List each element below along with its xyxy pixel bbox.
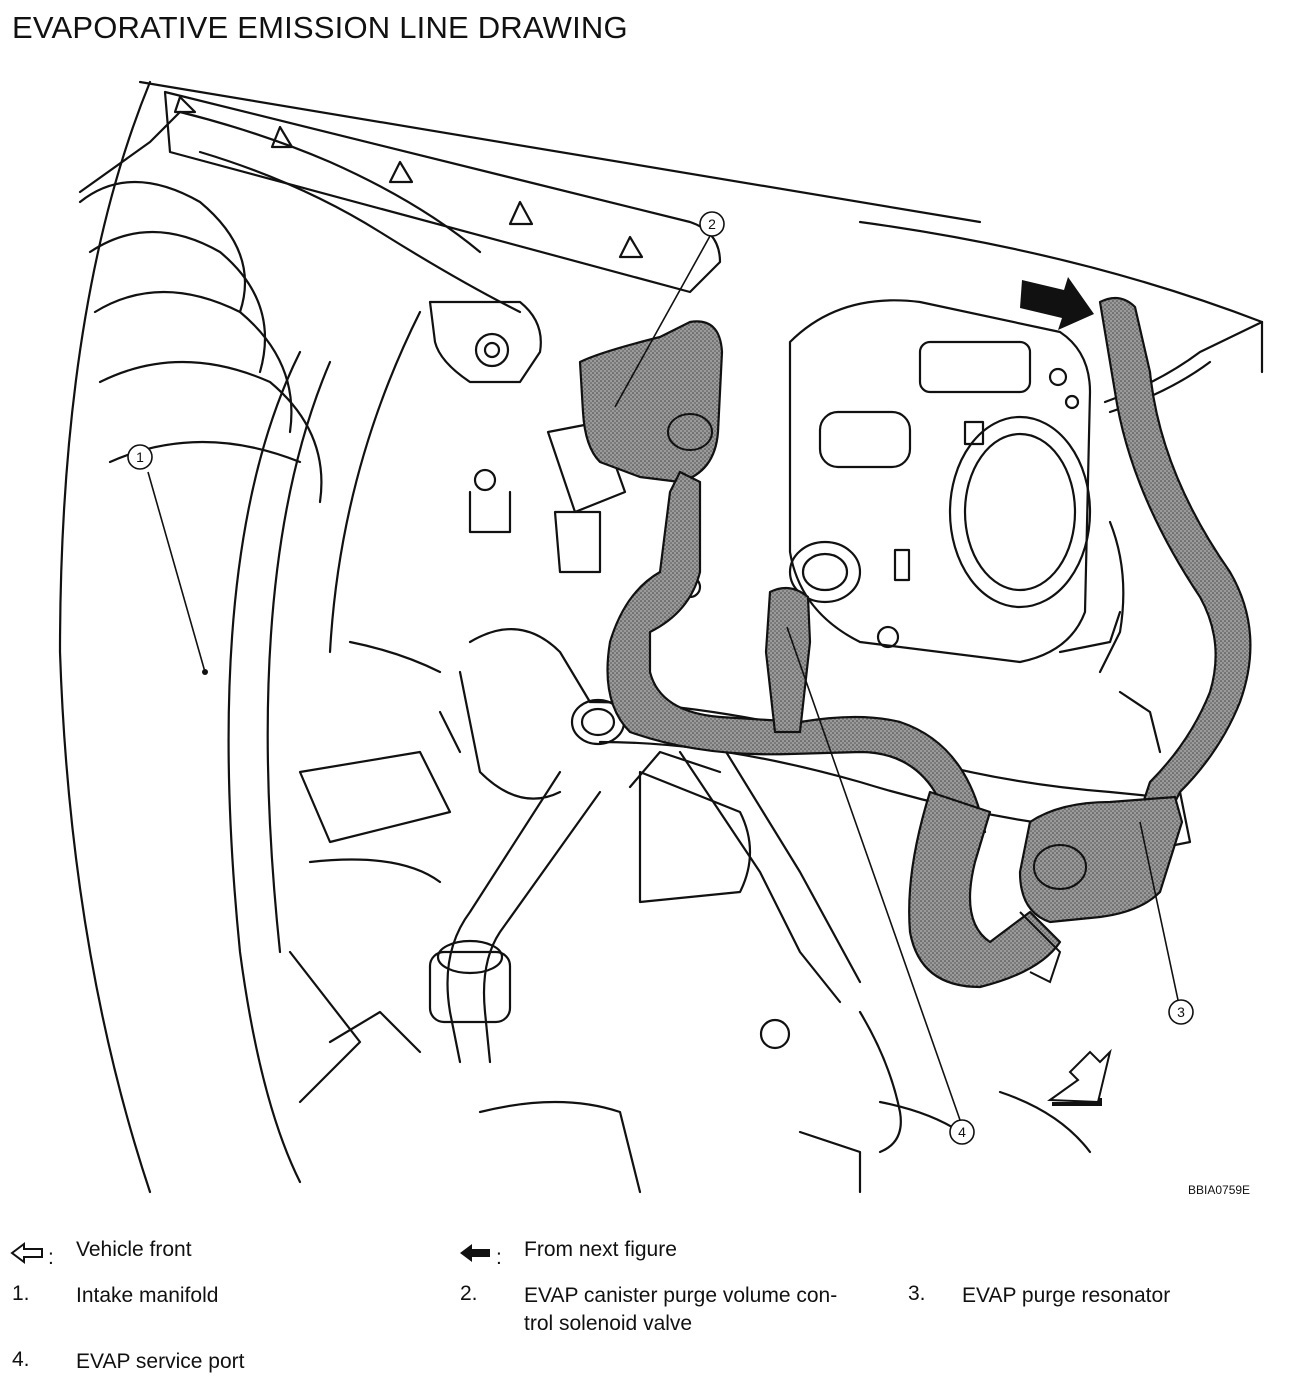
from-next-figure-colon: : [496, 1246, 502, 1269]
fuel-rail [163, 90, 722, 294]
figure-code: BBIA0759E [1188, 1183, 1251, 1197]
from-next-figure-label: From next figure [524, 1238, 677, 1261]
leader-line-2 [614, 235, 711, 408]
legend-2-text-cont: trol solenoid valve [524, 1312, 693, 1335]
outline-arrow-left-icon [10, 1242, 43, 1264]
callout-3-number: 3 [1177, 1004, 1185, 1020]
legend-3-text: EVAP purge resonator [962, 1284, 1171, 1307]
leader-line-4 [786, 626, 961, 1121]
vertical-hose [446, 770, 562, 1064]
engine-line-drawing: 1 2 3 4 [58, 80, 1264, 1194]
leader-line-1 [147, 471, 206, 673]
throttle-body [788, 299, 1092, 664]
legend-4-number: 4. [12, 1348, 30, 1371]
vehicle-front-colon: : [48, 1246, 54, 1269]
from-next-figure-arrow-icon [1020, 277, 1094, 330]
legend-2-number: 2. [460, 1282, 478, 1305]
legend-1-text: Intake manifold [76, 1284, 219, 1307]
fender-outline [58, 80, 152, 1194]
callout-2 [699, 211, 725, 237]
purge-hose-lower [908, 790, 1062, 989]
callout-4 [949, 1119, 975, 1145]
purge-hose-right [1098, 296, 1252, 814]
legend-4-text: EVAP service port [76, 1350, 245, 1373]
service-port [764, 586, 812, 734]
callout-2-number: 2 [708, 216, 716, 232]
legend-2-text: EVAP canister purge volume con- [524, 1284, 838, 1307]
page-title: EVAPORATIVE EMISSION LINE DRAWING [12, 10, 628, 45]
legend-3-number: 3. [908, 1282, 926, 1305]
vehicle-front-label: Vehicle front [76, 1238, 192, 1261]
solid-arrow-left-icon [460, 1244, 490, 1262]
legend-1-number: 1. [12, 1282, 30, 1305]
callout-4-number: 4 [958, 1124, 966, 1140]
callout-1 [127, 444, 153, 470]
callout-1-number: 1 [136, 449, 144, 465]
vehicle-front-arrow-icon [1047, 1048, 1112, 1106]
purge-solenoid-valve [578, 320, 724, 484]
callout-3 [1168, 999, 1194, 1025]
leader-line-3 [1139, 821, 1179, 1001]
